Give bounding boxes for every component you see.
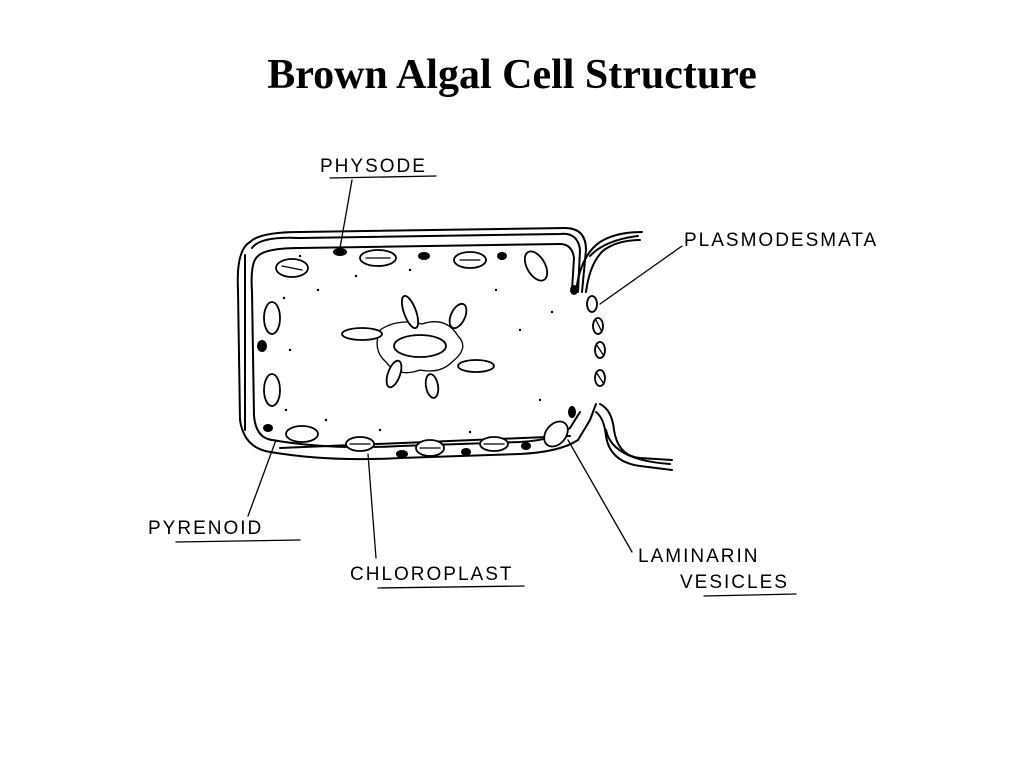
- chloroplasts: [263, 249, 569, 457]
- label-plasmodesmata: PLASMODESMATA: [684, 230, 878, 251]
- label-physode: PHYSODE: [320, 156, 437, 179]
- laminarin-label-line2: VESICLES: [680, 572, 789, 593]
- plasmodesmata-label: PLASMODESMATA: [684, 230, 878, 251]
- chloroplast-label: CHLOROPLAST: [350, 564, 513, 585]
- page-title: Brown Algal Cell Structure: [267, 52, 757, 98]
- cell-wall: [236, 227, 597, 461]
- label-chloroplast: CHLOROPLAST: [350, 564, 525, 589]
- neighbor-cell-wall: [575, 231, 673, 471]
- leader-lines: [247, 179, 683, 559]
- physodes: [257, 248, 578, 458]
- physode-label: PHYSODE: [320, 156, 427, 177]
- nucleus: [341, 294, 495, 399]
- cytoplasm-speckles: [282, 254, 554, 434]
- plasmodesmata-pores: [586, 295, 606, 387]
- pyrenoid-label: PYRENOID: [148, 518, 263, 539]
- laminarin-label-line1: LAMINARIN: [638, 546, 759, 567]
- label-pyrenoid: PYRENOID: [148, 518, 301, 543]
- label-laminarin: LAMINARIN VESICLES: [638, 546, 797, 597]
